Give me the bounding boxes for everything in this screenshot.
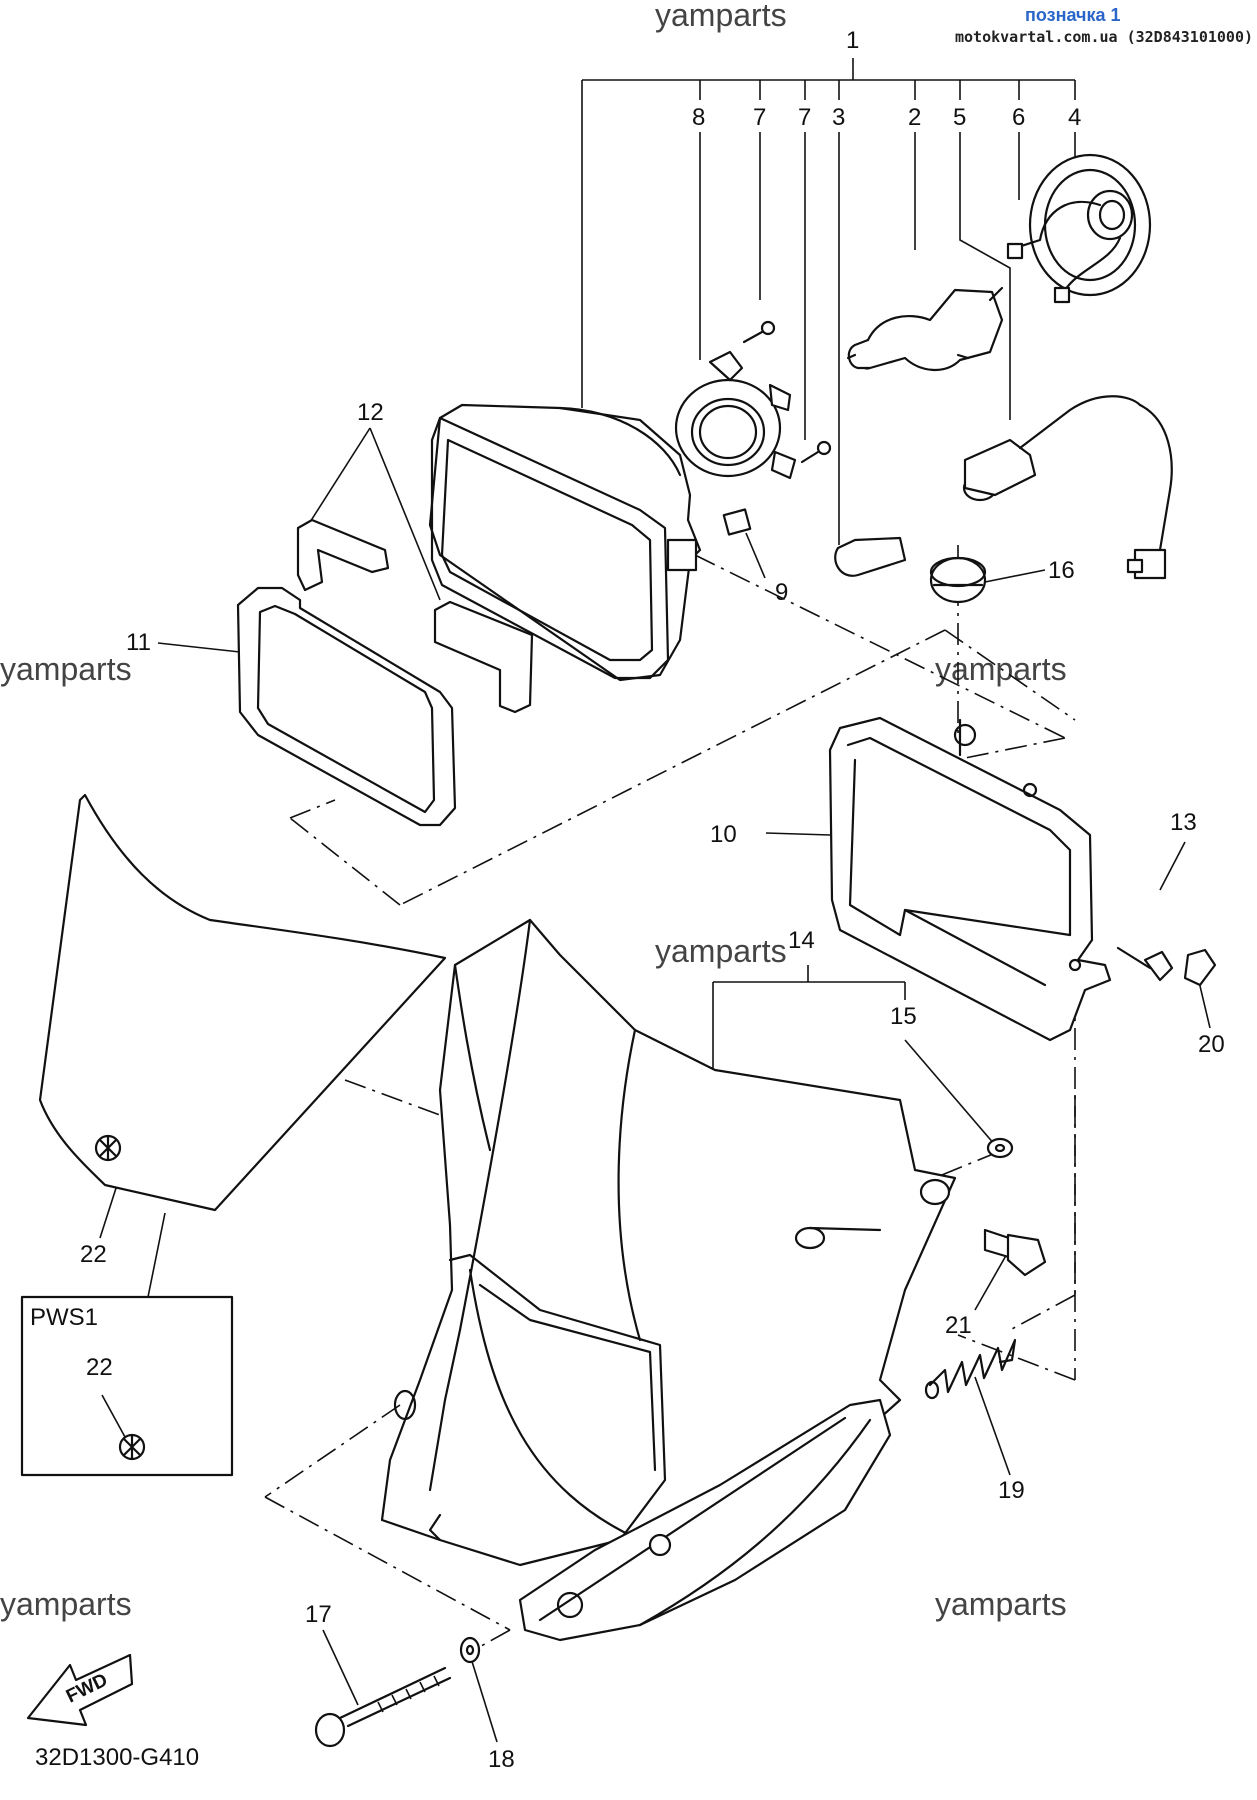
part-2-headlight-bulb: [846, 286, 1004, 372]
callout-labels: 1 8 7 7 3 2 5 6 4 12 9 16 11 10 13 14 15…: [80, 27, 1225, 1773]
callout-17: 17: [305, 1601, 332, 1628]
callout-4: 4: [1068, 104, 1081, 131]
callout-14: 14: [788, 927, 815, 954]
watermark-left-bottom: yamparts: [0, 1586, 132, 1622]
lower-fairing-plate: [518, 1398, 892, 1642]
part-11-gasket-frame: [236, 586, 457, 827]
callout-13: 13: [1170, 809, 1197, 836]
part-9-nut: [722, 508, 752, 536]
header-site: motokvartal.com.ua (32D843101000): [955, 28, 1253, 46]
part-8-socket-ring: [674, 350, 797, 480]
callout-9: 9: [775, 579, 788, 606]
callout-8: 8: [692, 104, 705, 131]
callout-11: 11: [126, 629, 151, 656]
part-13-bolt: [1116, 946, 1174, 982]
part-7-screws: [742, 320, 832, 464]
callout-2: 2: [908, 104, 921, 131]
headlight-unit: [428, 403, 702, 682]
fwd-arrow-icon: FWD: [26, 1653, 134, 1727]
part-12-cushions: [296, 518, 534, 714]
callout-20: 20: [1198, 1031, 1225, 1058]
watermark-top: yamparts: [655, 0, 787, 33]
callout-7b: 7: [798, 104, 811, 131]
callout-16: 16: [1048, 557, 1075, 584]
watermark-left-mid: yamparts: [0, 651, 132, 687]
callout-3: 3: [832, 104, 845, 131]
part-17-long-bolt: [314, 1666, 452, 1748]
part-18-washer: [459, 1636, 481, 1664]
leader-lines: [99, 132, 1211, 1743]
callout-10: 10: [710, 821, 737, 848]
watermark-center: yamparts: [655, 933, 787, 969]
part-16-grommet: [929, 556, 987, 604]
callout-7a: 7: [753, 104, 766, 131]
callout-21: 21: [945, 1312, 972, 1339]
variant-box-pws1: PWS1: [20, 1295, 234, 1477]
callout-5: 5: [953, 104, 966, 131]
part-3-small-bulb: [834, 536, 907, 577]
part-20-nut: [1183, 948, 1217, 987]
callout-15: 15: [890, 1003, 917, 1030]
part-21-bolt: [983, 1228, 1047, 1277]
callout-22: 22: [80, 1241, 107, 1268]
part-5-socket-wire: [962, 395, 1173, 580]
bracket-part-1: [581, 58, 1076, 408]
callout-12: 12: [357, 399, 384, 426]
variant-box-label: PWS1: [30, 1304, 98, 1331]
part-19-spring: [924, 1338, 1017, 1400]
part-10-bracket: [828, 716, 1112, 1042]
callout-19: 19: [998, 1477, 1025, 1504]
callout-18: 18: [488, 1746, 515, 1773]
diagram-code: 32D1300-G410: [35, 1744, 199, 1771]
callout-6: 6: [1012, 104, 1025, 131]
part-15-washer: [986, 1137, 1014, 1159]
callout-1: 1: [846, 27, 859, 54]
part-4-cover: [1006, 153, 1152, 304]
callout-22b: 22: [86, 1354, 113, 1381]
part-22-number-plate: [38, 793, 447, 1212]
watermark-right-bottom: yamparts: [935, 1586, 1067, 1622]
header-title: позначка 1: [1025, 5, 1121, 25]
